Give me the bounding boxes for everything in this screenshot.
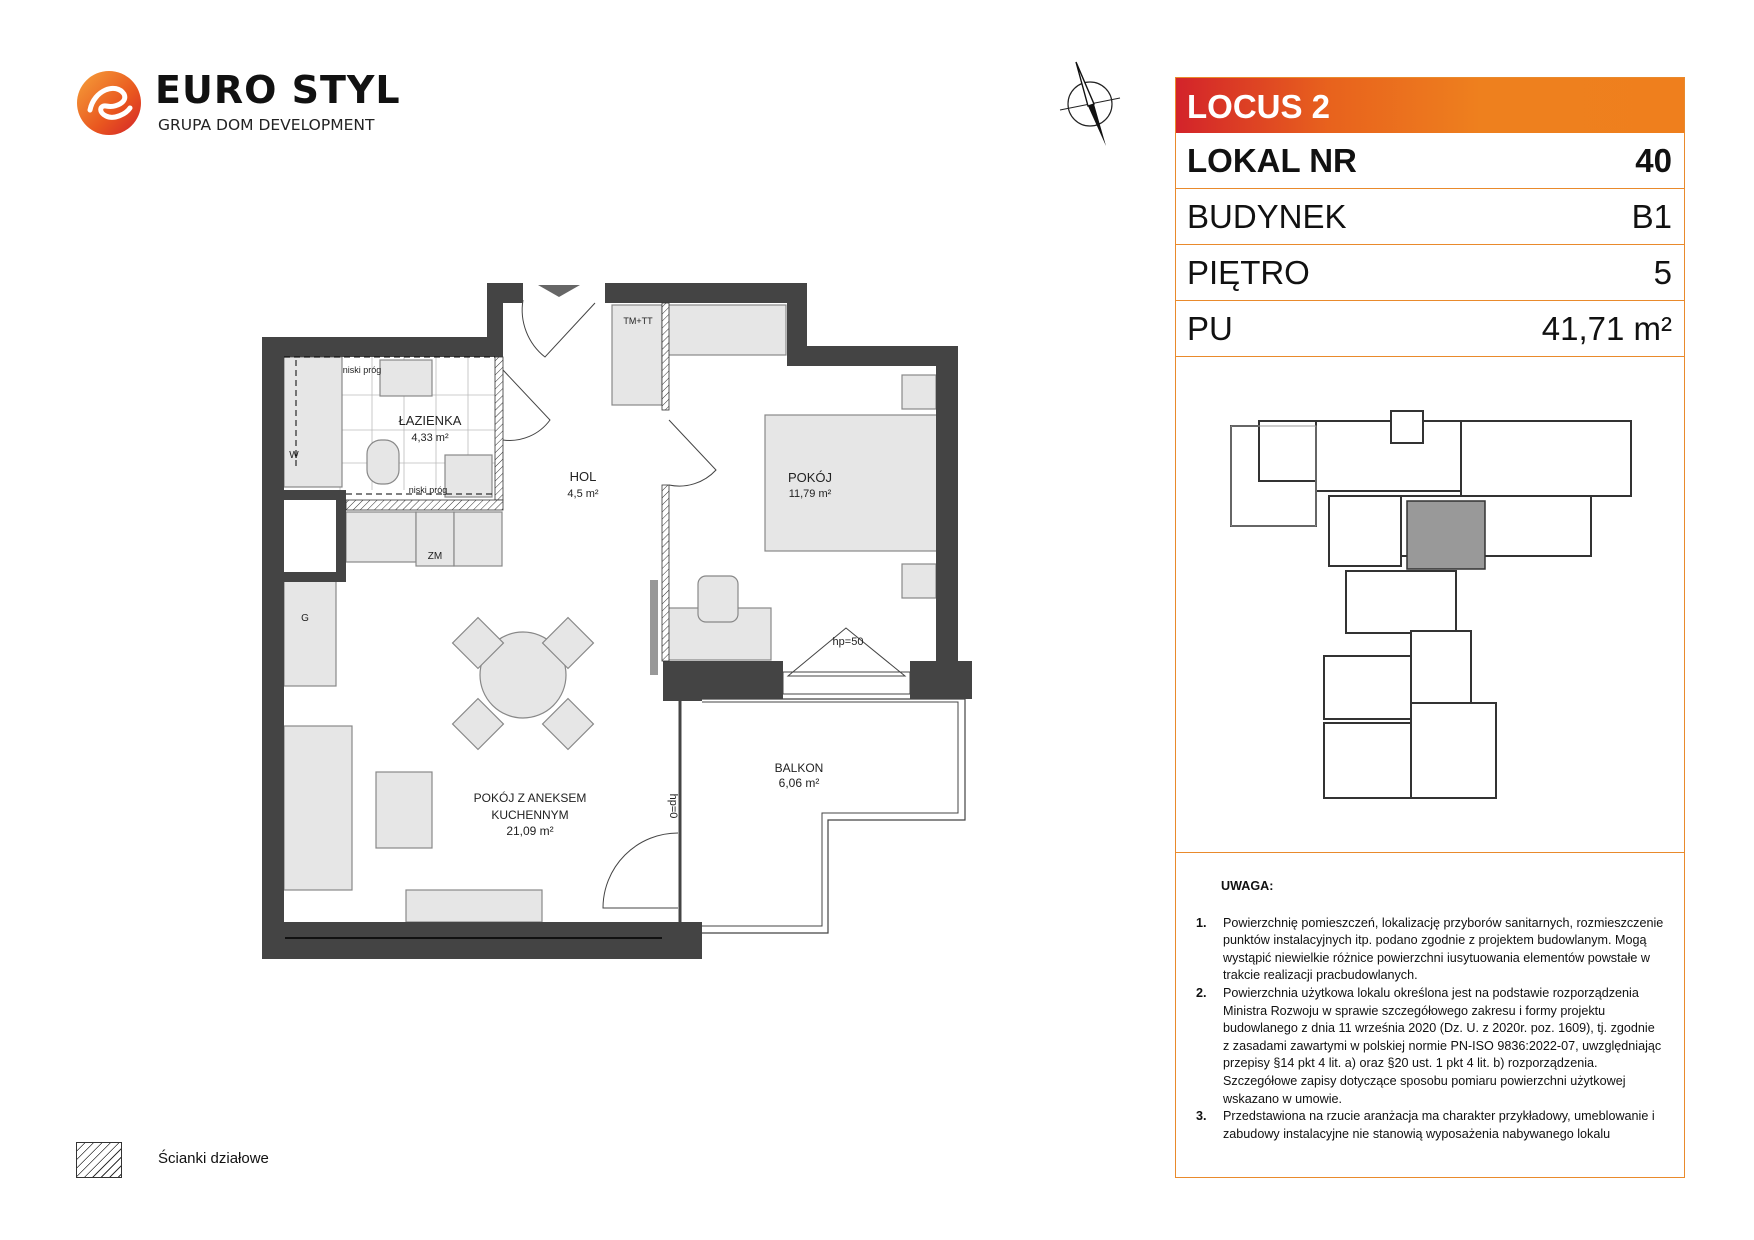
row-label: BUDYNEK — [1187, 197, 1347, 235]
info-row-unit: LOKAL NR 40 — [1176, 133, 1684, 189]
info-panel: LOCUS 2 LOKAL NR 40 BUDYNEK B1 PIĘTRO 5 PU 4… — [1175, 77, 1685, 1178]
note-item: 3. Przedstawiona na rzucie aranżacja ma c… — [1196, 1108, 1664, 1143]
room-area-balcony: 6,06 m² — [779, 776, 820, 790]
key-plan-drawing — [1230, 410, 1632, 799]
meter-cabinet — [415, 511, 455, 567]
note-text: Przedstawiona na rzucie aranżacja ma cha… — [1223, 1109, 1655, 1141]
notes-section: UWAGA: 1. Powierzchnię pomieszczeń, lokal… — [1176, 853, 1684, 1143]
gas-mark: G — [301, 613, 309, 624]
note-number: 3. — [1196, 1109, 1207, 1124]
sofa — [283, 725, 353, 891]
walls — [262, 283, 972, 959]
room-label-hall: HOL — [570, 469, 597, 484]
project-title: LOCUS 2 — [1176, 78, 1684, 133]
note-item: 2. Powierzchnia użytkowa lokalu określona… — [1196, 985, 1664, 1108]
north-arrow-icon — [1059, 61, 1121, 146]
note-number: 2. — [1196, 985, 1207, 1000]
row-value: 5 — [1653, 253, 1672, 291]
stove — [283, 579, 337, 687]
dining-table — [479, 631, 567, 719]
water-mark: W — [289, 450, 299, 461]
sill-height-living: hp=0 — [667, 794, 679, 819]
wardrobe-bedroom — [667, 304, 787, 356]
room-area-hall: 4,5 m² — [567, 488, 599, 500]
tv-cabinet — [405, 889, 543, 923]
building-key-plan — [1176, 357, 1684, 853]
partition-wall-legend-icon — [76, 1142, 122, 1178]
brand-name: EURO STYL — [155, 68, 401, 112]
entrance-door — [521, 299, 596, 358]
room-label-living: POKÓJ Z ANEKSEM — [474, 790, 587, 805]
highlighted-unit — [1406, 500, 1486, 570]
info-row-floor: PIĘTRO 5 — [1176, 245, 1684, 301]
washing-machine — [444, 454, 493, 498]
kitchen-sink — [345, 511, 417, 563]
washbasin — [379, 359, 433, 397]
bathroom-door — [502, 369, 551, 441]
installations-label: TM+TT — [623, 316, 653, 326]
toilet — [366, 439, 400, 485]
notes-title: UWAGA: — [1221, 879, 1274, 893]
room-area-bathroom: 4,33 m² — [411, 432, 449, 444]
partition-walls — [345, 302, 670, 662]
room-label-balcony: BALKON — [775, 761, 824, 775]
room-area-bedroom: 11,79 m² — [789, 488, 832, 500]
coffee-table — [375, 771, 433, 849]
row-value: 41,71 m² — [1541, 309, 1672, 347]
meter-label: ZM — [428, 551, 442, 562]
chair — [697, 575, 739, 623]
room-area-living: 21,09 m² — [506, 824, 553, 838]
row-label: PU — [1187, 309, 1233, 347]
threshold-label: niski próg — [343, 365, 382, 375]
bathtub — [283, 356, 343, 488]
room-label-living-2: KUCHENNYM — [491, 808, 568, 822]
note-item: 1. Powierzchnię pomieszczeń, lokalizację … — [1196, 915, 1664, 985]
room-label-bedroom: POKÓJ — [788, 470, 832, 485]
info-row-area: PU 41,71 m² — [1176, 301, 1684, 357]
room-label-bathroom: ŁAZIENKA — [399, 413, 462, 428]
info-row-building: BUDYNEK B1 — [1176, 189, 1684, 245]
brand-tagline: GRUPA DOM DEVELOPMENT — [158, 116, 375, 134]
row-value: 40 — [1635, 141, 1672, 179]
note-text: Powierzchnia użytkowa lokalu określona j… — [1223, 985, 1662, 1106]
legend-label: Ścianki działowe — [158, 1150, 269, 1167]
balcony-door — [602, 832, 679, 909]
bed — [764, 414, 938, 552]
wardrobe — [611, 304, 663, 406]
note-number: 1. — [1196, 915, 1207, 930]
euro-styl-logo-icon — [77, 71, 141, 135]
furniture — [283, 304, 938, 923]
sill-height-bedroom: hp=50 — [833, 636, 864, 648]
row-label: PIĘTRO — [1187, 253, 1310, 291]
row-value: B1 — [1631, 197, 1672, 235]
floor-plan: ŁAZIENKA 4,33 m² HOL 4,5 m² POKÓJ 11,79 … — [262, 283, 972, 959]
row-label: LOKAL NR — [1187, 141, 1357, 179]
note-text: Powierzchnię pomieszczeń, lokalizację pr… — [1223, 915, 1664, 983]
threshold-label-2: niski próg — [409, 485, 448, 495]
